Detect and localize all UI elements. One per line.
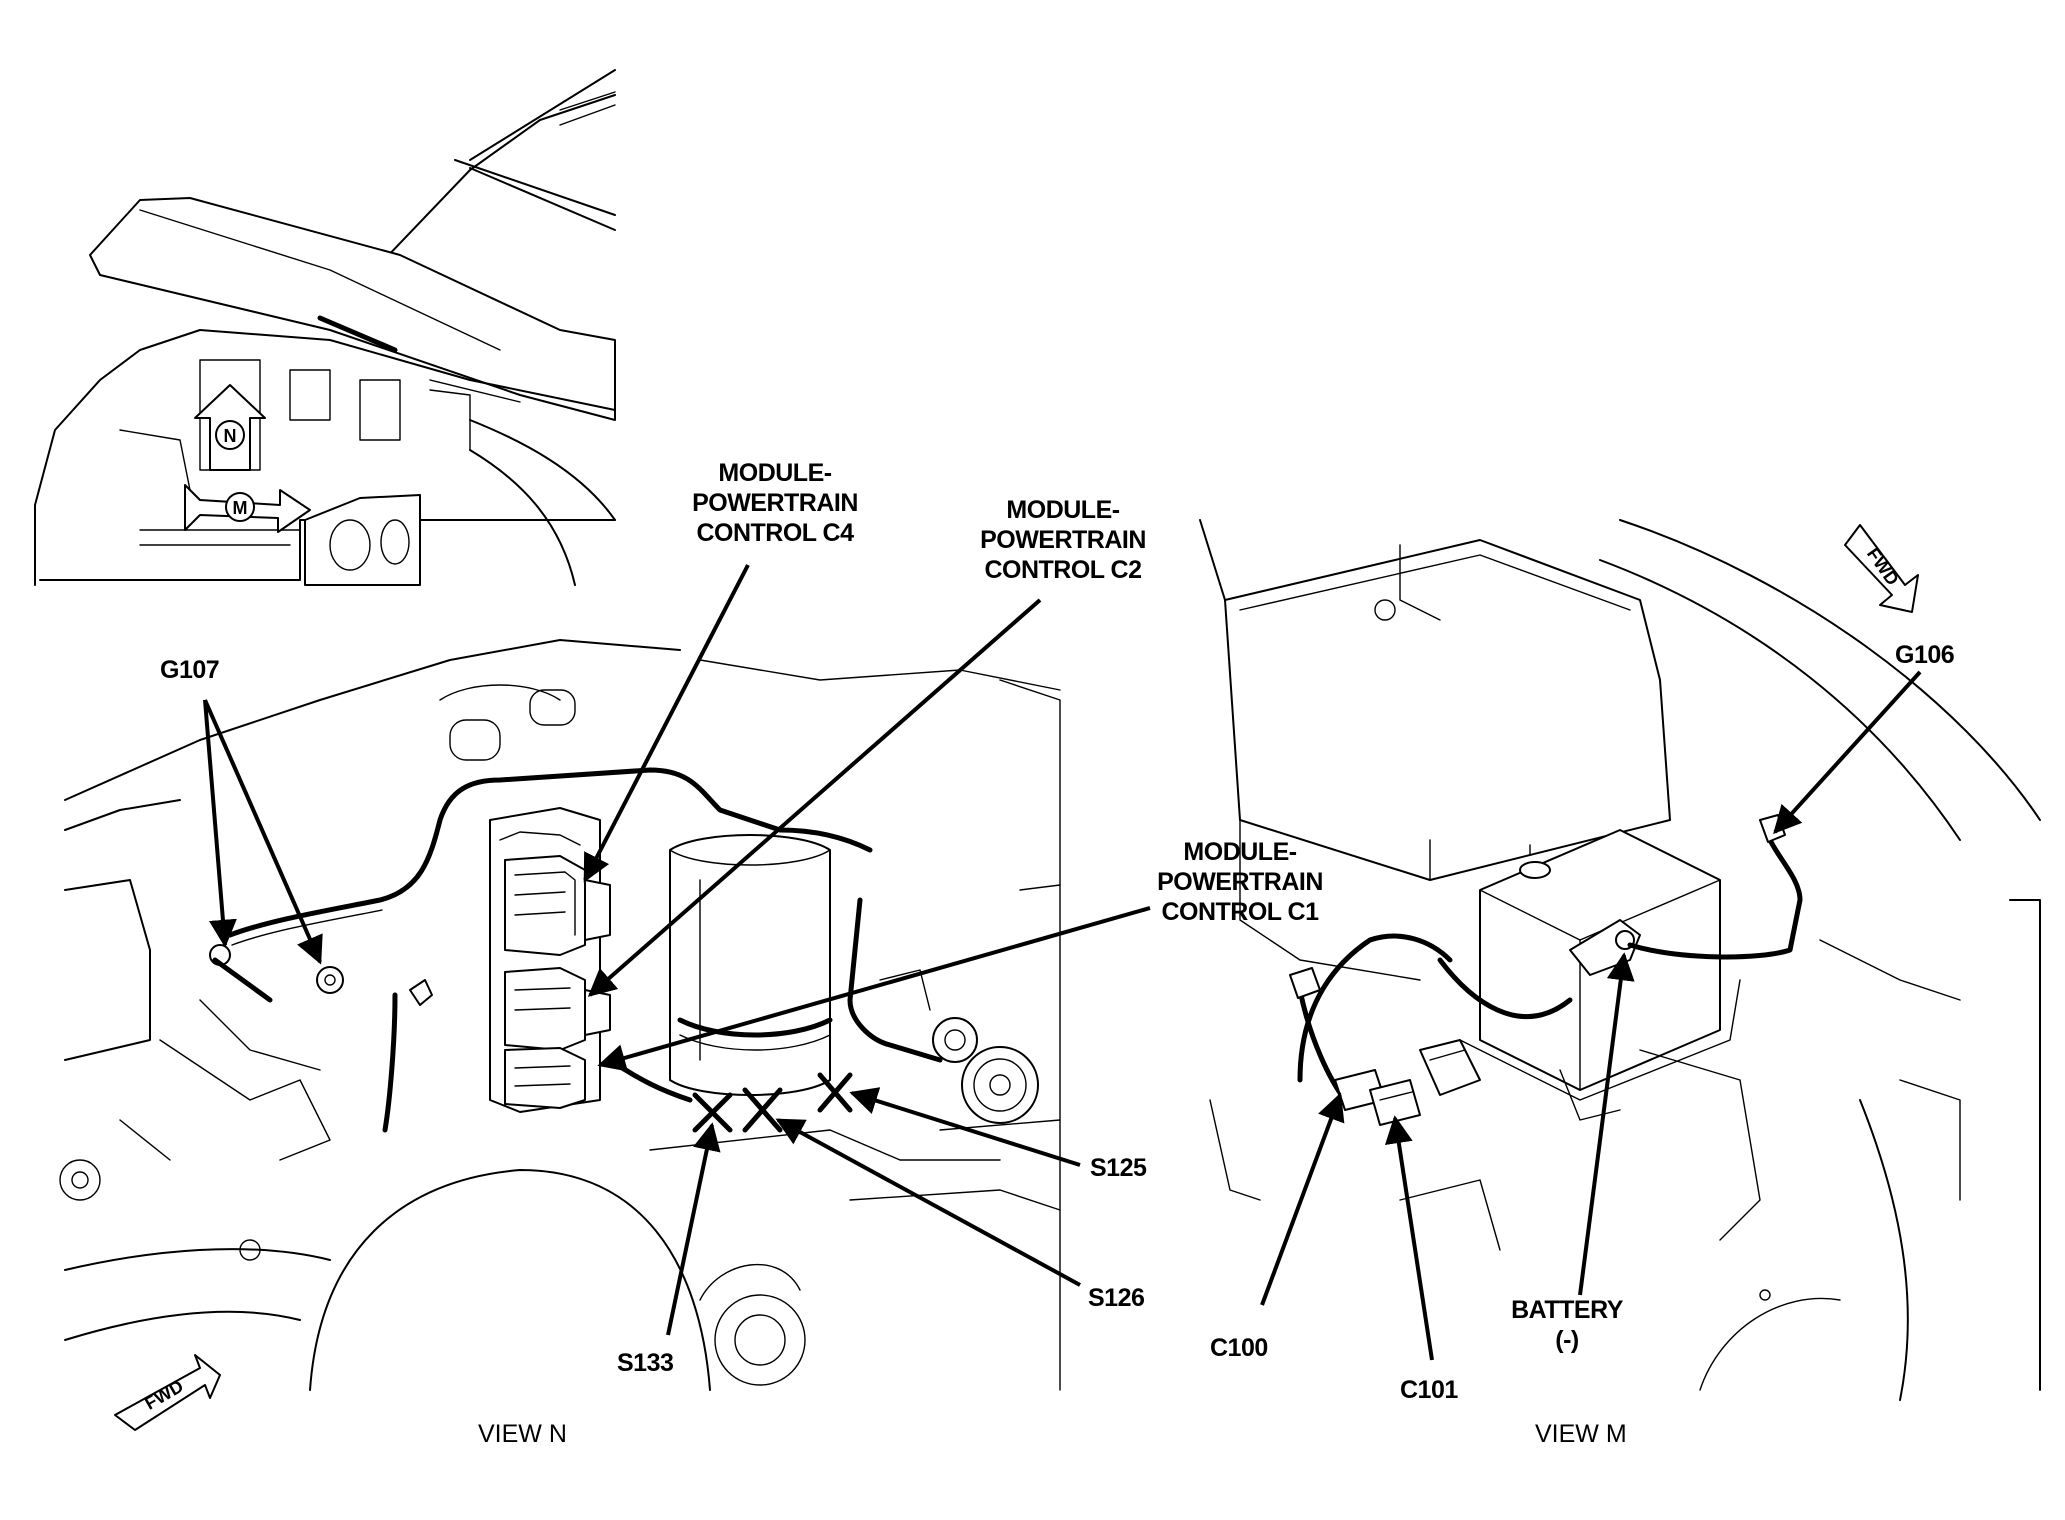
view-n-caption: VIEW N <box>478 1420 567 1448</box>
label-g107: G107 <box>160 656 220 684</box>
inset-arrow-n-letter: N <box>224 426 237 446</box>
label-pcm-c1-line-2: POWERTRAIN <box>1157 868 1323 896</box>
label-pcm-c4-line-3: CONTROL C4 <box>696 519 854 547</box>
label-pcm-c4: MODULE- POWERTRAIN CONTROL C4 <box>680 458 870 548</box>
label-c100: C100 <box>1210 1334 1268 1362</box>
label-battery-negative: BATTERY (-) <box>1492 1295 1642 1355</box>
label-g106: G106 <box>1895 641 1955 669</box>
label-pcm-c2-line-3: CONTROL C2 <box>984 556 1142 584</box>
label-pcm-c2: MODULE- POWERTRAIN CONTROL C2 <box>968 495 1158 585</box>
label-pcm-c1-line-3: CONTROL C1 <box>1161 898 1319 926</box>
label-battery-line-2: (-) <box>1555 1326 1579 1354</box>
leader-lines <box>203 564 1922 1361</box>
view-m-caption: VIEW M <box>1535 1420 1627 1448</box>
view-m-illustration: FWD <box>1199 519 2041 1401</box>
label-battery-line-1: BATTERY <box>1511 1296 1623 1324</box>
label-pcm-c1: MODULE- POWERTRAIN CONTROL C1 <box>1145 837 1335 927</box>
label-s133: S133 <box>617 1349 674 1377</box>
label-pcm-c2-line-1: MODULE- <box>1006 496 1120 524</box>
label-s125: S125 <box>1090 1154 1147 1182</box>
vehicle-locator-inset: N M <box>34 69 616 586</box>
label-pcm-c4-line-1: MODULE- <box>718 459 832 487</box>
label-c101: C101 <box>1400 1376 1458 1404</box>
label-pcm-c1-line-1: MODULE- <box>1183 838 1297 866</box>
label-s126: S126 <box>1088 1284 1145 1312</box>
inset-arrow-m-letter: M <box>233 498 248 518</box>
label-pcm-c2-line-2: POWERTRAIN <box>980 526 1146 554</box>
label-pcm-c4-line-2: POWERTRAIN <box>692 489 858 517</box>
view-n-illustration: FWD <box>59 639 1061 1431</box>
